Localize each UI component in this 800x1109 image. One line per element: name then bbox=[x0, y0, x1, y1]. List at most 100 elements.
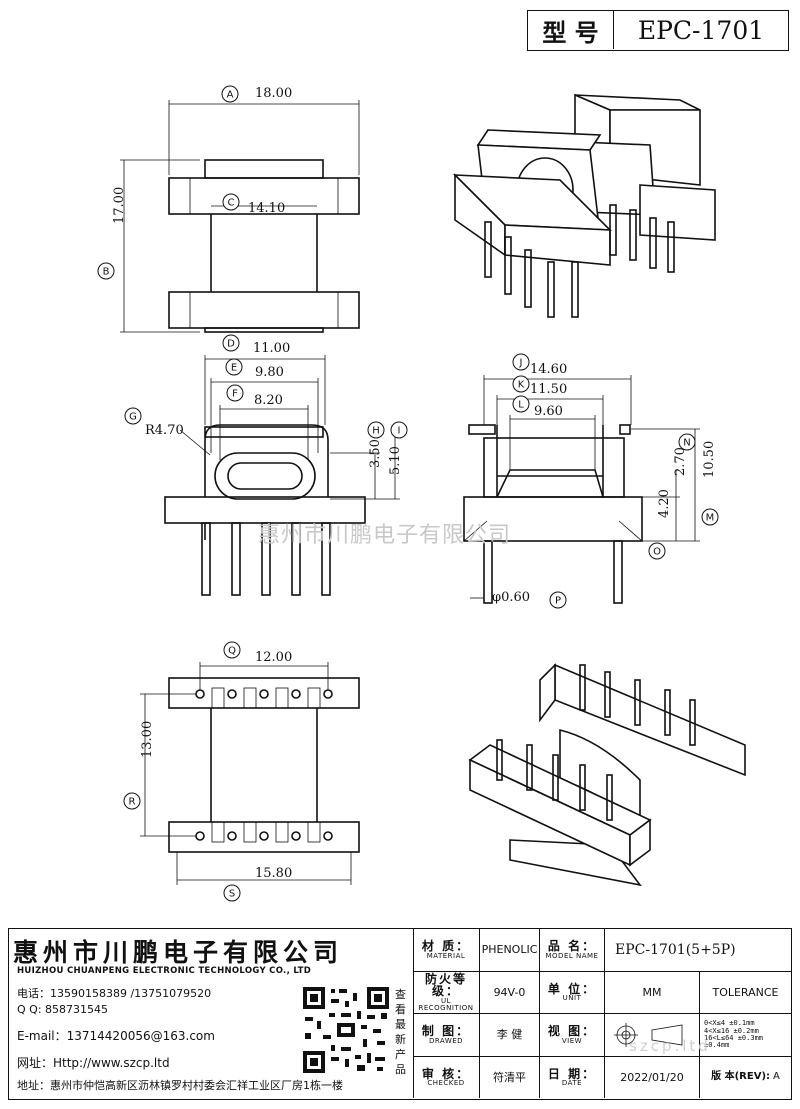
marker-letter: L bbox=[518, 400, 524, 411]
marker-letter: B bbox=[103, 267, 110, 278]
marker-letter: G bbox=[129, 412, 137, 423]
grid-line bbox=[413, 971, 791, 972]
dim-label-j: 14.60 bbox=[530, 362, 568, 377]
type-label: 型 号 bbox=[528, 11, 614, 49]
marker-r: R bbox=[123, 792, 141, 810]
marker-g: G bbox=[124, 407, 142, 425]
marker-i: I bbox=[390, 421, 408, 439]
marker-q: Q bbox=[223, 641, 241, 659]
dim-label-o: 4.20 bbox=[657, 489, 672, 518]
revision: 版 本(REV):A bbox=[711, 1071, 780, 1083]
marker-p: P bbox=[549, 591, 567, 609]
technical-drawing: A B C D E F G H I JKL M N O P Q R S bbox=[97, 85, 746, 902]
marker-h: H bbox=[367, 421, 385, 439]
marker-letter: E bbox=[231, 363, 237, 374]
company-address: 地址：惠州市仲恺高新区沥林镇罗村村委会汇祥工业区厂房1栋一楼 bbox=[17, 1079, 343, 1092]
grid-line bbox=[479, 929, 480, 1098]
tolerance-label: TOLERANCE bbox=[712, 985, 779, 999]
material-value: PHENOLIC bbox=[481, 943, 538, 957]
dim-label-m: 10.50 bbox=[702, 440, 717, 478]
dim-label-a: 18.00 bbox=[255, 86, 293, 101]
qr-note: 查看最新产品 bbox=[395, 988, 406, 1076]
company-qq: Q Q: 858731545 bbox=[17, 1003, 109, 1016]
grid-line bbox=[539, 929, 540, 1098]
projection-symbol bbox=[605, 1014, 699, 1056]
dim-label-s: 15.80 bbox=[255, 866, 293, 881]
material-label: 材 质：MATERIAL bbox=[421, 939, 471, 960]
checked-label: 审 核：CHECKED bbox=[421, 1066, 471, 1088]
iso-view-top bbox=[452, 93, 716, 318]
marker-letter: Q bbox=[228, 646, 236, 657]
marker-b: B bbox=[97, 262, 115, 280]
dim-label-i: 5.10 bbox=[388, 446, 403, 475]
dim-label-b: 17.00 bbox=[112, 186, 127, 224]
marker-letter: P bbox=[555, 596, 561, 607]
bottom-pin-holes bbox=[195, 689, 333, 841]
marker-letter: K bbox=[518, 380, 525, 391]
marker-f: F bbox=[226, 384, 244, 402]
dim-label-d: 11.00 bbox=[253, 341, 291, 356]
marker-d: D bbox=[222, 334, 240, 352]
dim-label-c: 14.10 bbox=[248, 201, 286, 216]
marker-letter: F bbox=[232, 389, 238, 400]
marker-letter: I bbox=[398, 426, 401, 437]
bottom-view bbox=[140, 662, 360, 885]
front-pins bbox=[201, 522, 331, 596]
side-view bbox=[463, 375, 700, 604]
grid-line bbox=[413, 1056, 791, 1057]
company-email: E-mail：13714420056@163.com bbox=[17, 1029, 215, 1043]
marker-l: L bbox=[512, 395, 530, 413]
front-view bbox=[164, 355, 400, 596]
marker-letter: S bbox=[229, 889, 235, 900]
marker-letter: A bbox=[227, 90, 234, 101]
dim-label-g: R4.70 bbox=[145, 423, 184, 438]
view-label: 视 图：VIEW bbox=[547, 1024, 597, 1045]
company-name-cn: 惠州市川鹏电子有限公司 bbox=[13, 938, 344, 967]
iso-view-bottom bbox=[468, 663, 746, 887]
qr-code[interactable] bbox=[301, 985, 391, 1075]
marker-m: M bbox=[701, 508, 719, 526]
marker-o: O bbox=[648, 542, 666, 560]
drawn-value: 李 健 bbox=[496, 1028, 523, 1042]
checked-value: 符清平 bbox=[493, 1070, 526, 1084]
grid-line bbox=[699, 971, 700, 1098]
dim-label-f: 8.20 bbox=[254, 393, 283, 408]
dim-label-q: 12.00 bbox=[255, 650, 293, 665]
header-box: 型 号 EPC-1701 bbox=[527, 10, 789, 51]
dim-label-r: 13.00 bbox=[140, 720, 155, 758]
marker-letter: J bbox=[519, 358, 523, 369]
marker-letter: O bbox=[653, 547, 661, 558]
dim-label-n: 2.70 bbox=[673, 447, 688, 476]
model-name-value: EPC-1701(5+5P) bbox=[615, 941, 736, 958]
company-info: 惠州市川鹏电子有限公司 HUIZHOU CHUANPENG ELECTRONIC… bbox=[9, 929, 414, 1098]
unit-label: 单 位：UNIT bbox=[547, 981, 597, 1003]
iso-top-pins bbox=[484, 204, 675, 318]
site-watermark: szcp.ltd bbox=[629, 1037, 711, 1055]
company-website[interactable]: 网址：Http://www.szcp.ltd bbox=[17, 1056, 170, 1070]
grid-line bbox=[413, 1013, 791, 1014]
iso-bottom-pins bbox=[496, 664, 696, 821]
circle-markers: A B C D E F G H I JKL M N O P Q R S bbox=[97, 85, 719, 902]
dim-label-e: 9.80 bbox=[255, 365, 284, 380]
top-view bbox=[120, 100, 360, 333]
dim-label-p: φ0.60 bbox=[492, 590, 531, 605]
model-number: EPC-1701 bbox=[637, 15, 765, 45]
marker-letter: C bbox=[228, 198, 235, 209]
marker-j: J bbox=[512, 353, 530, 371]
marker-letter: R bbox=[129, 797, 136, 808]
marker-letter: N bbox=[683, 438, 690, 449]
marker-c: C bbox=[222, 193, 240, 211]
company-phone: 电话：13590158389 /13751079520 bbox=[17, 987, 212, 1000]
marker-letter: D bbox=[227, 339, 235, 350]
marker-e: E bbox=[225, 358, 243, 376]
dim-label-h: 3.50 bbox=[368, 439, 383, 468]
marker-letter: H bbox=[372, 426, 380, 437]
marker-a: A bbox=[221, 85, 239, 103]
fire-rating-value: 94V-0 bbox=[493, 985, 526, 999]
date-label: 日 期：DATE bbox=[547, 1066, 597, 1088]
company-name-en: HUIZHOU CHUANPENG ELECTRONIC TECHNOLOGY … bbox=[17, 966, 312, 976]
title-block: 惠州市川鹏电子有限公司 HUIZHOU CHUANPENG ELECTRONIC… bbox=[8, 928, 792, 1100]
fire-rating-label: 防火等级：UL RECOGNITION bbox=[418, 971, 474, 1013]
watermark: 惠州市川鹏电子有限公司 bbox=[258, 523, 512, 548]
